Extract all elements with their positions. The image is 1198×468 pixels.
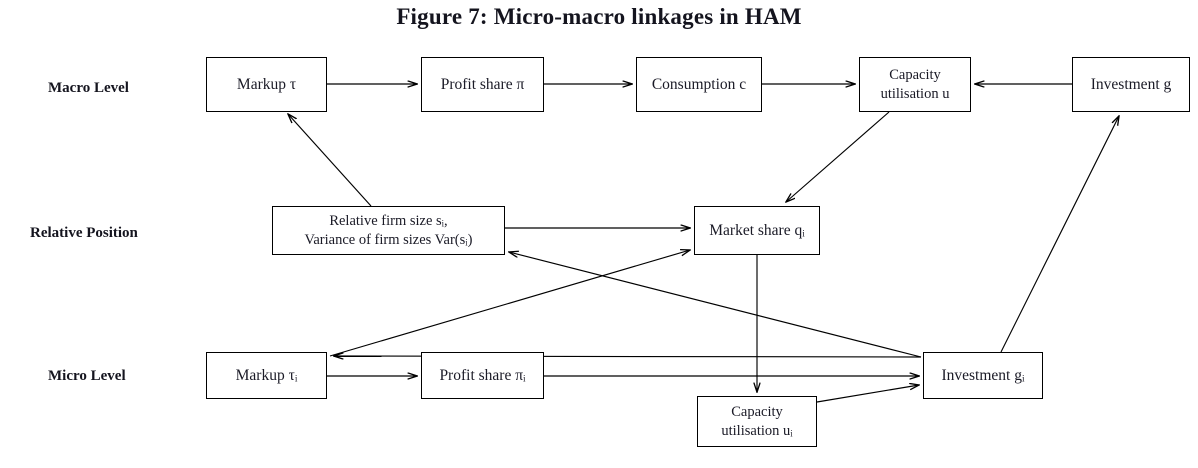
node-label: Capacity utilisation u xyxy=(881,66,950,103)
node-label-line: Profit share π xyxy=(440,75,525,93)
node-profit-share-macro[interactable]: Profit share π xyxy=(421,57,544,112)
node-label-line: Investment g xyxy=(1090,75,1172,93)
node-label-line: Capacity xyxy=(731,403,783,420)
edge-group xyxy=(288,84,1119,403)
node-capacity-utilisation-micro[interactable]: Capacity utilisation uᵢ xyxy=(697,396,817,447)
node-label: Capacity utilisation uᵢ xyxy=(721,403,792,440)
node-investment-macro[interactable]: Investment g xyxy=(1072,57,1190,112)
node-consumption-macro[interactable]: Consumption c xyxy=(636,57,762,112)
node-label-line: Consumption c xyxy=(651,75,747,93)
node-label-line: Capacity xyxy=(889,66,941,83)
node-market-share[interactable]: Market share qᵢ xyxy=(694,206,820,255)
node-capacity-utilisation-macro[interactable]: Capacity utilisation u xyxy=(859,57,971,112)
edge-capacity-macro-to-market-share xyxy=(786,111,890,202)
node-label: Investment gᵢ xyxy=(941,366,1024,386)
node-profit-share-micro[interactable]: Profit share πᵢ xyxy=(421,352,544,399)
node-label: Profit share πᵢ xyxy=(439,366,525,386)
edge-investment-micro-to-investment-macro xyxy=(1000,116,1119,353)
edge-relative-firm-size-to-markup-macro xyxy=(288,114,372,207)
edge-investment-micro-to-relative-firm-size xyxy=(509,252,922,358)
node-label-line: Variance of firm sizes Var(sᵢ) xyxy=(304,231,473,248)
node-label-line: Profit share πᵢ xyxy=(439,366,526,384)
node-label: Profit share π xyxy=(441,75,525,95)
node-label: Investment g xyxy=(1091,75,1172,95)
edge-capacity-micro-to-investment-micro xyxy=(816,385,919,403)
node-label: Market share qᵢ xyxy=(709,221,805,241)
node-label-line: Relative firm size sᵢ, xyxy=(329,212,448,229)
row-label-macro: Macro Level xyxy=(48,80,129,96)
row-label-micro: Micro Level xyxy=(48,368,126,384)
node-label-line: Markup τ xyxy=(236,75,297,93)
node-label: Markup τᵢ xyxy=(236,366,298,386)
edge-markup-micro-to-market-share xyxy=(329,250,690,357)
figure-title: Figure 7: Micro-macro linkages in HAM xyxy=(396,4,802,29)
node-label-line: Market share qᵢ xyxy=(709,221,805,239)
node-markup-micro[interactable]: Markup τᵢ xyxy=(206,352,327,399)
node-label: Relative firm size sᵢ, Variance of firm s… xyxy=(305,212,473,249)
node-markup-macro[interactable]: Markup τ xyxy=(206,57,327,112)
row-label-relative: Relative Position xyxy=(30,225,138,241)
node-investment-micro[interactable]: Investment gᵢ xyxy=(923,352,1043,399)
node-label-line: Investment gᵢ xyxy=(941,366,1025,384)
node-label: Consumption c xyxy=(652,75,746,95)
node-label-line: Markup τᵢ xyxy=(235,366,298,384)
node-label-line: utilisation uᵢ xyxy=(721,422,793,439)
node-relative-firm-size[interactable]: Relative firm size sᵢ, Variance of firm s… xyxy=(272,206,505,255)
node-label-line: utilisation u xyxy=(880,85,950,102)
node-label: Markup τ xyxy=(237,75,296,95)
